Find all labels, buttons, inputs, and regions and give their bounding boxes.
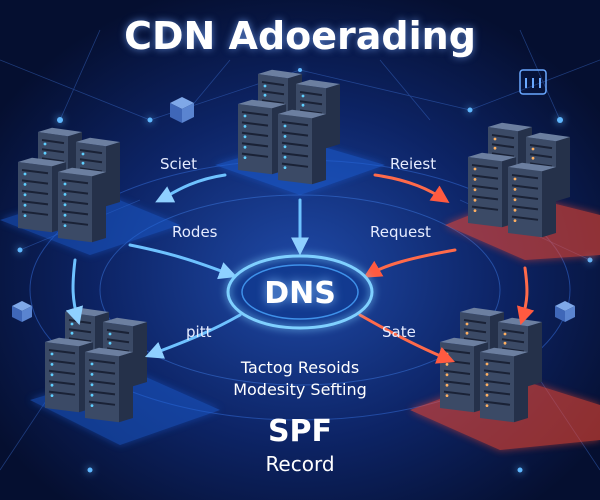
server-rack-icon [480, 347, 528, 423]
node-dots [17, 68, 593, 473]
edge-label-mid-right: Request [370, 223, 431, 241]
server-groups [18, 69, 570, 423]
center-text-line2: Modesity Sefting [233, 380, 367, 399]
cube-icon [170, 97, 194, 123]
dns-node [226, 254, 374, 330]
node-dot-icon [17, 247, 23, 253]
arrow-low-right [358, 313, 456, 364]
server-rack-icon [58, 167, 106, 243]
node-dot-icon [147, 117, 153, 123]
arrow-right-down [516, 266, 535, 326]
node-dot-icon [87, 467, 93, 473]
node-dot-icon [57, 117, 63, 123]
spf-title: SPF [267, 414, 333, 449]
dns-label: DNS [264, 276, 336, 311]
server-rack-icon [508, 162, 556, 238]
arrow-top-right [373, 173, 450, 203]
arrow-top-left [155, 173, 227, 203]
node-dot-icon [587, 257, 593, 263]
edge-label-top-right: Reiest [390, 155, 437, 173]
edge-label-low-left: pitt [186, 323, 212, 341]
edge-label-low-right: Sate [382, 323, 416, 341]
node-dot-icon [517, 467, 523, 473]
server-rack-icon [519, 69, 547, 95]
arrow-mid-right [363, 248, 457, 278]
arrow-low-left [144, 313, 242, 359]
cube-icon [555, 301, 575, 322]
node-dot-icon [467, 107, 473, 113]
page-title: CDN Adoerading [124, 14, 476, 58]
server-rack-icon [85, 347, 133, 423]
node-dot-icon [557, 117, 563, 123]
cube-icon [12, 301, 32, 322]
server-rack-icon [278, 109, 326, 185]
center-text-line1: Tactog Resoids [240, 358, 360, 377]
edge-label-top-left: Sciet [160, 155, 198, 173]
edge-label-mid-left: Rodes [172, 223, 218, 241]
spf-subtitle: Record [265, 452, 335, 476]
arrow-mid-left [128, 243, 238, 280]
node-dot-icon [298, 68, 302, 72]
arrows [65, 173, 535, 364]
arrow-left-down [65, 258, 84, 326]
decor-icons [12, 69, 575, 322]
